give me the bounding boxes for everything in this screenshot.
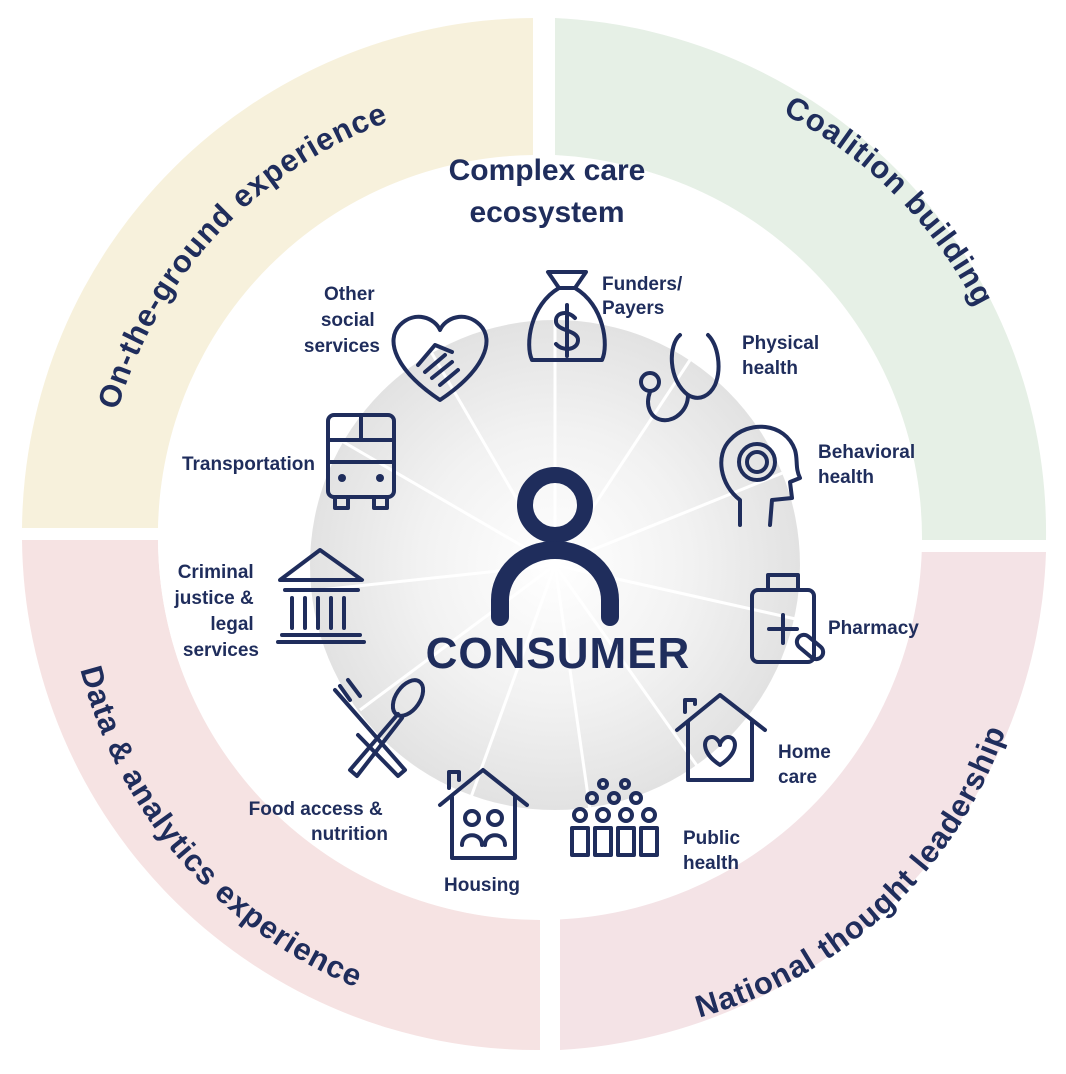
ring-segment-bottom-right [560,552,1046,1050]
sector-label-physical-health: Physical health [742,333,824,379]
sector-label-housing: Housing [444,875,520,896]
bus-icon [326,413,396,510]
sector-label-transportation: Transportation [182,454,315,475]
sector-label-other-social: Other social services [304,284,380,357]
ring-segment-bottom-left [22,540,540,1051]
diagram-title-line-1: Complex care [449,154,646,187]
home-heart-icon [675,693,767,782]
diagram-title-line-2: ecosystem [469,196,624,229]
ring-segment-top-right [555,18,1047,540]
sector-label-home-care: Home care [778,742,836,788]
radial-dividers [319,320,801,811]
fork-spoon-icon [333,678,426,778]
population-icon [570,778,659,857]
sector-label-public-health: Public health [683,828,745,874]
person-icon [491,467,619,626]
handshake-heart-icon [391,314,489,402]
stethoscope-icon [639,333,721,423]
sector-label-funders: Funders/ Payers [602,274,688,319]
head-brain-icon [719,424,802,527]
sector-label-behavioral-health: Behavioral health [818,442,920,488]
sector-label-food: Food access & nutrition [249,799,388,845]
sector-label-criminal-justice: Criminal justice & legal services [174,562,259,661]
consumer-label: CONSUMER [426,629,691,678]
ring-segment-top-left [22,18,533,528]
courthouse-icon [276,548,366,644]
medicine-bottle-icon [750,573,826,664]
sector-label-pharmacy: Pharmacy [828,618,919,639]
sector-labels: Funders/ Payers Physical health Behavior… [174,274,920,896]
house-family-icon [438,768,529,860]
money-bag-icon [527,270,607,362]
